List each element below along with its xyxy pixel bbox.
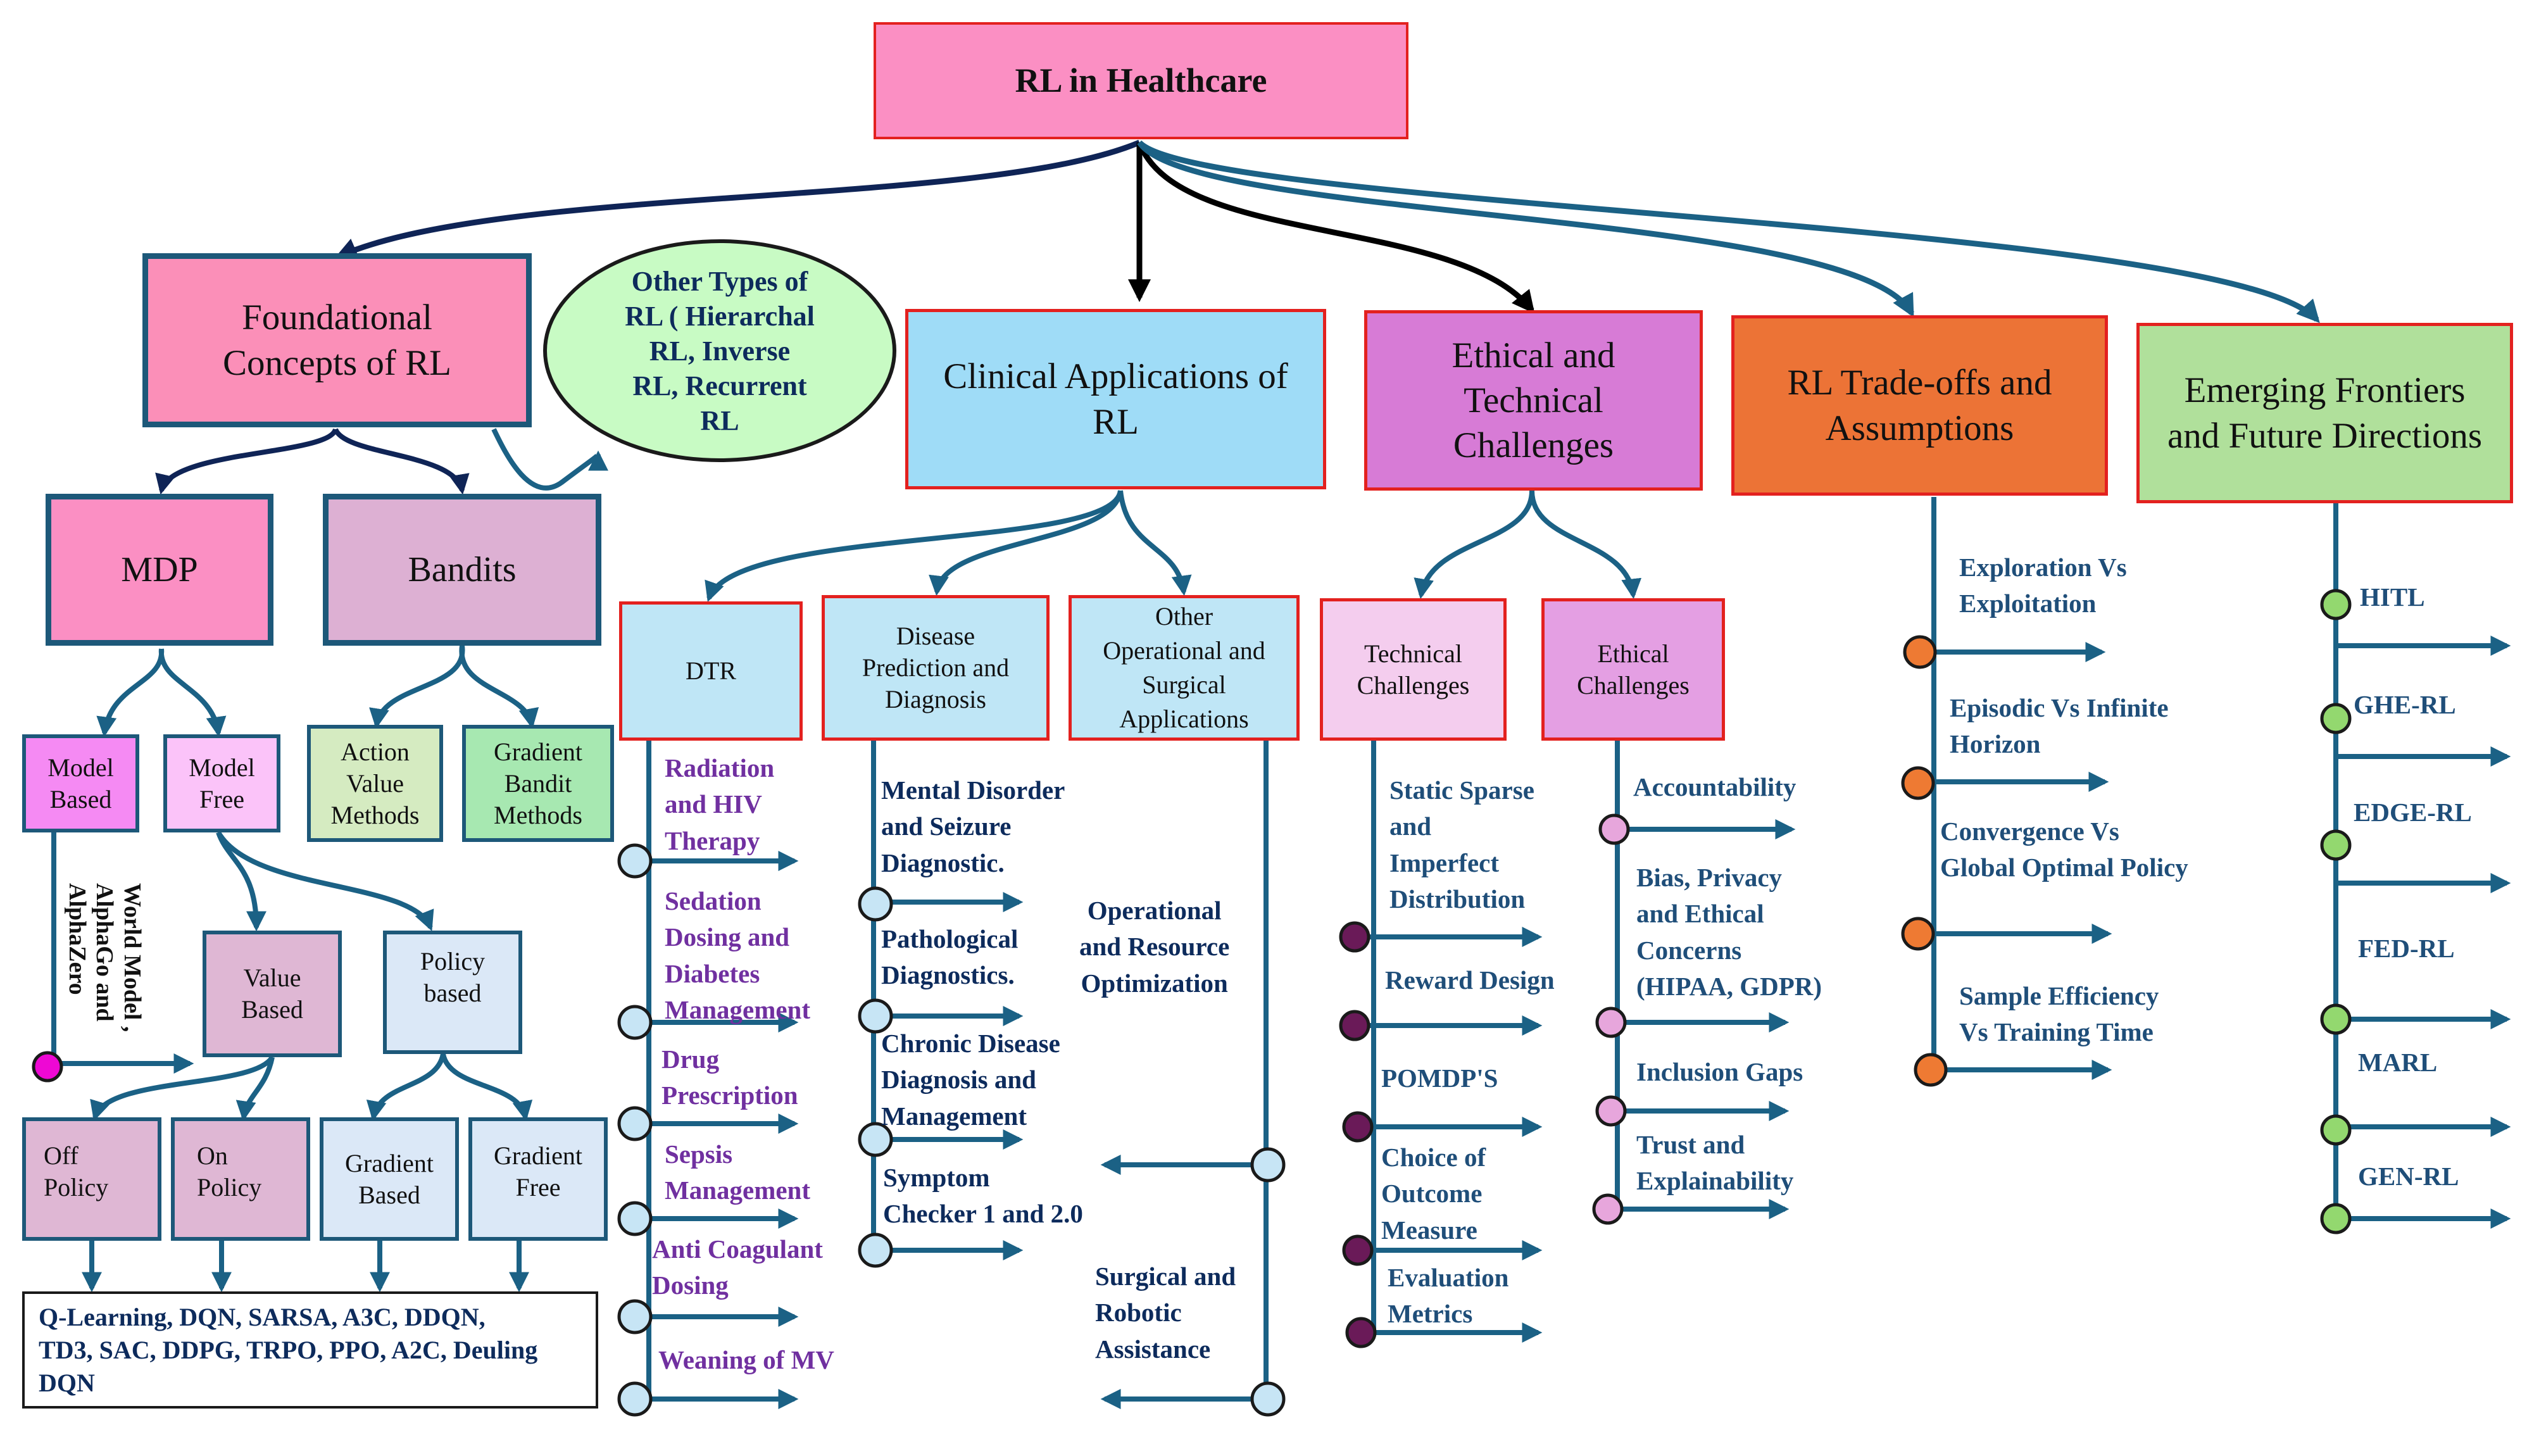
emerging-frontiers-label: Emerging Frontiers and Future Directions [2167, 370, 2483, 456]
dtr-item-drug-prescription: Drug Prescription [662, 1045, 798, 1110]
off-policy-node[interactable]: Off Policy [22, 1117, 161, 1241]
bandits-node[interactable]: Bandits [323, 494, 601, 646]
root-label: RL in Healthcare [1015, 61, 1267, 99]
model-based-label: Model Based [47, 753, 114, 813]
off-policy-label: Off Policy [44, 1141, 109, 1202]
other-operational-node[interactable]: Other Operational and Surgical Applicati… [1069, 595, 1300, 741]
disease-item-chronic: Chronic Disease Diagnosis and Management [881, 1029, 1060, 1131]
emerging-item-fed-rl: FED-RL [2358, 934, 2455, 963]
bandits-label: Bandits [408, 550, 517, 589]
ops-item-surgical-robotic: Surgical and Robotic Assistance [1095, 1262, 1236, 1364]
emerging-item-hitl: HITL [2360, 582, 2425, 612]
value-based-label: Value Based [241, 963, 303, 1024]
clinical-applications-node[interactable]: Clinical Applications of RL [905, 309, 1326, 489]
tech-item-pomdps: POMDP'S [1381, 1064, 1498, 1093]
tech-item-reward-design: Reward Design [1385, 965, 1555, 995]
ops-item-resource-optimization: Operational and Resource Optimization [1079, 896, 1230, 998]
ethical-challenges-node[interactable]: Ethical Challenges [1541, 598, 1725, 741]
other-types-of-rl-label: Other Types of RL ( Hierarchal RL, Inver… [625, 265, 815, 436]
eth-item-accountability: Accountability [1633, 772, 1796, 801]
clinical-applications-label: Clinical Applications of RL [943, 356, 1288, 442]
tradeoffs-label: RL Trade-offs and Assumptions [1787, 363, 2052, 448]
gradient-bandit-methods-node[interactable]: Gradient Bandit Methods [462, 725, 614, 842]
on-policy-label: On Policy [197, 1141, 262, 1202]
tradeoff-item-sample-efficiency: Sample Efficiency Vs Training Time [1959, 981, 2159, 1047]
disease-prediction-node[interactable]: Disease Prediction and Diagnosis [822, 595, 1050, 741]
emerging-item-gen-rl: GEN-RL [2358, 1162, 2459, 1191]
dtr-item-weaning-mv: Weaning of MV [658, 1345, 834, 1374]
dtr-item-sepsis: Sepsis Management [665, 1139, 811, 1205]
action-value-methods-node[interactable]: Action Value Methods [307, 725, 443, 842]
technical-challenges-label: Technical Challenges [1357, 639, 1470, 700]
algorithms-label: Q-Learning, DQN, SARSA, A3C, DDQN, TD3, … [39, 1302, 538, 1397]
tech-item-static-sparse: Static Sparse and Imperfect Distribution [1389, 775, 1534, 914]
value-based-node[interactable]: Value Based [203, 931, 342, 1057]
technical-challenges-node[interactable]: Technical Challenges [1320, 598, 1507, 741]
root-node[interactable]: RL in Healthcare [874, 22, 1408, 139]
model-free-node[interactable]: Model Free [163, 734, 280, 832]
dtr-label: DTR [686, 656, 736, 685]
dtr-node[interactable]: DTR [619, 601, 803, 741]
policy-based-node[interactable]: Policy based [383, 931, 522, 1054]
other-types-of-rl-node[interactable]: Other Types of RL ( Hierarchal RL, Inver… [543, 239, 896, 462]
ethical-technical-label: Ethical and Technical Challenges [1452, 335, 1615, 466]
dtr-item-radiation-hiv: Radiation and HIV Therapy [665, 753, 775, 855]
dtr-item-anticoagulant: Anti Coagulant Dosing [652, 1234, 823, 1300]
ethical-technical-node[interactable]: Ethical and Technical Challenges [1364, 310, 1703, 491]
eth-item-inclusion-gaps: Inclusion Gaps [1636, 1057, 1803, 1086]
disease-item-pathological: Pathological Diagnostics. [881, 924, 1019, 990]
gradient-bandit-methods-label: Gradient Bandit Methods [494, 737, 582, 829]
gradient-free-node[interactable]: Gradient Free [468, 1117, 608, 1241]
tradeoff-item-convergence: Convergence Vs Global Optimal Policy [1940, 817, 2188, 882]
emerging-item-marl: MARL [2358, 1048, 2438, 1077]
tradeoff-item-exploration: Exploration Vs Exploitation [1959, 553, 2127, 618]
algorithms-box: Q-Learning, DQN, SARSA, A3C, DDQN, TD3, … [22, 1291, 598, 1409]
tech-item-outcome-measure: Choice of Outcome Measure [1381, 1143, 1486, 1245]
emerging-item-edge-rl: EDGE-RL [2354, 798, 2472, 827]
gradient-free-label: Gradient Free [494, 1141, 582, 1202]
mdp-node[interactable]: MDP [46, 494, 273, 646]
gradient-based-label: Gradient Based [345, 1148, 434, 1209]
eth-item-trust-explainability: Trust and Explainability [1636, 1130, 1794, 1196]
tech-item-evaluation-metrics: Evaluation Metrics [1388, 1263, 1509, 1329]
gradient-based-node[interactable]: Gradient Based [320, 1117, 459, 1241]
model-based-node[interactable]: Model Based [22, 734, 139, 832]
model-free-label: Model Free [189, 753, 255, 813]
mdp-label: MDP [121, 550, 198, 589]
foundational-concepts-label: Foundational Concepts of RL [223, 298, 451, 383]
dtr-item-sedation-dosing: Sedation Dosing and Diabetes Management [665, 886, 811, 1025]
ethical-challenges-label: Ethical Challenges [1577, 639, 1690, 700]
other-operational-label: Other Operational and Surgical Applicati… [1103, 602, 1265, 733]
foundational-concepts-node[interactable]: Foundational Concepts of RL [142, 253, 532, 427]
disease-item-mental-disorder: Mental Disorder and Seizure Diagnostic. [881, 775, 1065, 877]
tradeoffs-node[interactable]: RL Trade-offs and Assumptions [1731, 315, 2108, 496]
eth-item-bias-privacy: Bias, Privacy and Ethical Concerns (HIPA… [1636, 863, 1822, 1001]
tradeoff-item-episodic: Episodic Vs Infinite Horizon [1950, 693, 2169, 759]
on-policy-node[interactable]: On Policy [171, 1117, 310, 1241]
emerging-frontiers-node[interactable]: Emerging Frontiers and Future Directions [2136, 323, 2513, 503]
emerging-item-ghe-rl: GHE-RL [2354, 690, 2456, 719]
action-value-methods-label: Action Value Methods [330, 737, 420, 829]
policy-based-label: Policy based [420, 947, 486, 1007]
disease-item-symptom-checker: Symptom Checker 1 and 2.0 [883, 1163, 1083, 1229]
disease-prediction-label: Disease Prediction and Diagnosis [862, 622, 1010, 713]
world-model-label: World Model , AlphaGo and AlphaZero [63, 883, 146, 1032]
